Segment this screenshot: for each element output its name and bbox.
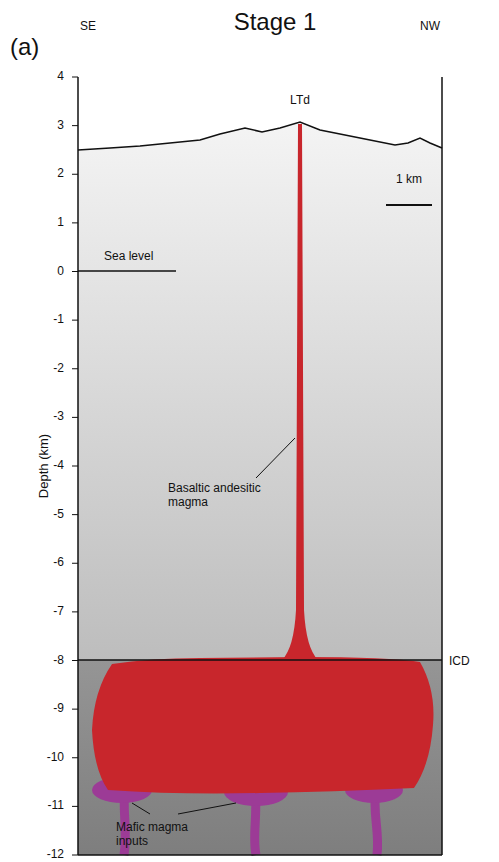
icd-line <box>78 659 442 661</box>
axis-tick-label: 2 <box>57 167 64 181</box>
axis-tick-label: -9 <box>53 702 64 716</box>
sea-level-line <box>78 270 176 272</box>
tick <box>72 660 78 661</box>
tick <box>72 125 78 126</box>
axis-tick-label: -11 <box>48 799 64 813</box>
axis-tick-label: -4 <box>53 459 64 473</box>
tick <box>72 77 78 78</box>
leader-lines <box>132 438 295 814</box>
tick <box>72 806 78 807</box>
axis-tick-label: -7 <box>53 605 64 619</box>
axis-tick-label: 4 <box>57 70 64 84</box>
axis-tick-label: -2 <box>53 362 64 376</box>
tick <box>72 563 78 564</box>
tick <box>72 466 78 467</box>
callout-label: Basaltic andesitic magma <box>168 482 280 510</box>
topography <box>78 122 442 150</box>
axis-tick-label: -8 <box>53 654 64 668</box>
axis-tick-label: 3 <box>57 119 64 133</box>
tick <box>72 757 78 758</box>
tick <box>72 368 78 369</box>
direction-label: NW <box>420 20 440 34</box>
tick <box>72 611 78 612</box>
volcano-label: LTd <box>290 94 310 108</box>
tick <box>72 514 78 515</box>
axis-tick-label: -12 <box>47 848 64 862</box>
sea-level-label: Sea level <box>104 250 153 264</box>
callout-label: Mafic magma inputs <box>116 821 208 849</box>
magma-chamber <box>92 657 433 794</box>
scale-label: 1 km <box>396 173 422 187</box>
axis-tick-label: -5 <box>53 508 64 522</box>
axis-tick-label: -1 <box>53 313 64 327</box>
tick <box>72 222 78 223</box>
tick <box>72 417 78 418</box>
upper-crust <box>78 122 442 660</box>
axis-tick-label: -6 <box>53 556 64 570</box>
axis-tick-label: -10 <box>47 751 64 765</box>
axis-tick-label: 0 <box>57 265 64 279</box>
axis-title: Depth (km) <box>37 434 52 498</box>
axis-tick-label: 1 <box>57 216 64 230</box>
title: Stage 1 <box>234 8 317 36</box>
boundary-label: ICD <box>449 655 470 669</box>
axis-ticks <box>72 77 78 855</box>
scale-bar <box>386 204 432 206</box>
magma-conduit <box>282 124 318 660</box>
tick <box>72 271 78 272</box>
axis-tick-label: -3 <box>53 410 64 424</box>
tick <box>72 855 78 856</box>
panel-letter: (a) <box>10 33 39 61</box>
tick <box>72 320 78 321</box>
tick <box>72 174 78 175</box>
direction-label: SE <box>80 20 96 34</box>
frame <box>78 77 442 855</box>
tick <box>72 709 78 710</box>
